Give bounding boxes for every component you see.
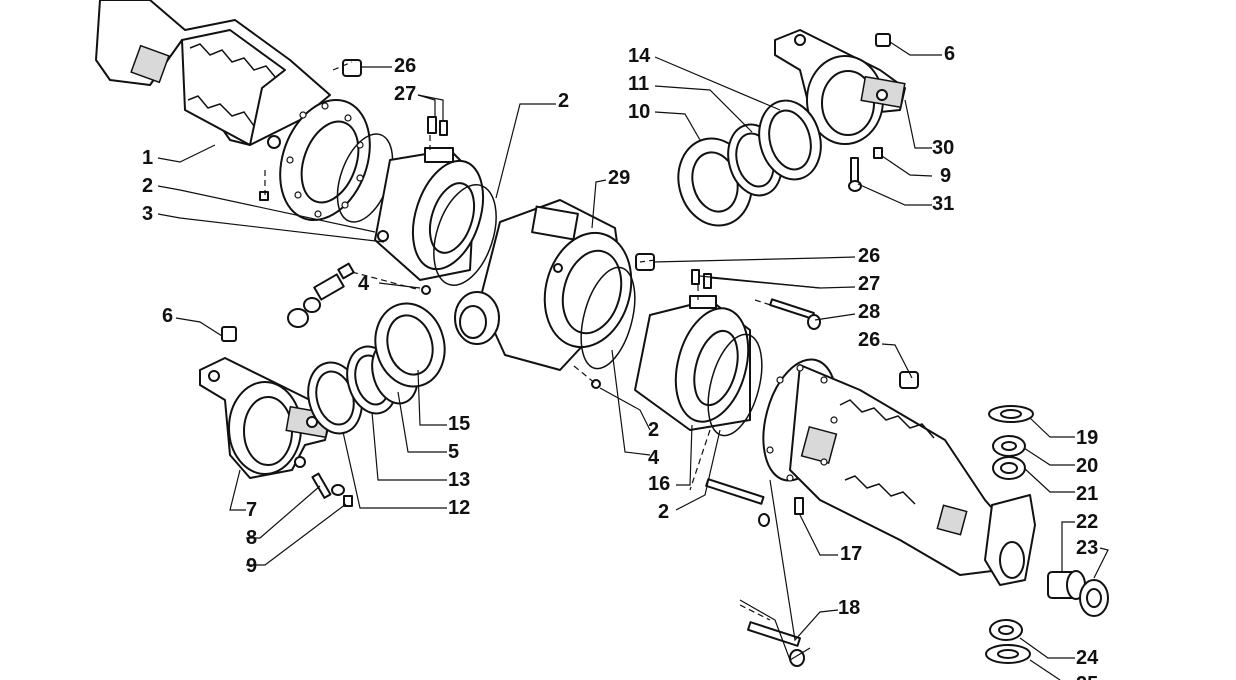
callout-12: 12 (448, 497, 470, 519)
seal-24 (989, 619, 1023, 641)
bolt-28 (769, 298, 821, 330)
grease-17 (794, 497, 804, 515)
bearing-cap-bottom (199, 357, 331, 479)
callout-25: 25 (1076, 673, 1098, 680)
plug-26-center (635, 253, 655, 271)
callout-31: 31 (932, 193, 954, 215)
callout-9-bottom: 9 (246, 555, 257, 577)
grease-9-bottom (343, 495, 353, 507)
seal-23 (1079, 579, 1109, 617)
callout-18: 18 (838, 597, 860, 619)
plug-26-right (899, 371, 919, 389)
callout-23: 23 (1076, 537, 1098, 559)
bushing-21 (992, 456, 1026, 480)
bolt-8 (311, 472, 345, 499)
assembly-axes (264, 61, 781, 621)
callout-30: 30 (932, 137, 954, 159)
leader-lines (157, 41, 1109, 680)
hub-body-right (634, 295, 751, 431)
callout-1: 1 (142, 147, 153, 169)
callout-19: 19 (1076, 427, 1098, 449)
bearing-cap-top (774, 29, 906, 145)
callout-22: 22 (1076, 511, 1098, 533)
callout-labels: 26 27 2 1 2 3 29 14 11 10 6 30 9 31 26 2… (142, 43, 1099, 680)
washer-19 (988, 405, 1034, 423)
o-ring-hub-right (707, 333, 763, 437)
o-ring-center-right (580, 266, 636, 370)
callout-20: 20 (1076, 455, 1098, 477)
callout-17: 17 (840, 543, 862, 565)
callout-4-top: 4 (358, 273, 370, 295)
axle-housing-right (762, 358, 1036, 586)
callout-11: 11 (628, 73, 649, 95)
seal-20 (992, 435, 1026, 457)
callout-29: 29 (608, 167, 630, 189)
o-ring-4-top (421, 285, 431, 295)
callout-15: 15 (448, 413, 470, 435)
breather-27-top (427, 116, 448, 136)
callout-24: 24 (1076, 647, 1099, 669)
callout-10: 10 (628, 101, 650, 123)
cap-plug-6-bottom (221, 326, 237, 342)
callout-26-top: 26 (394, 55, 416, 77)
callout-5: 5 (448, 441, 459, 463)
callout-16: 16 (648, 473, 670, 495)
axle-housing-left (95, 0, 331, 149)
callout-21: 21 (1076, 483, 1098, 505)
callout-3: 3 (142, 203, 153, 225)
bolt-18 (747, 621, 805, 667)
center-housing (454, 199, 633, 371)
callout-28: 28 (858, 301, 880, 323)
shaft-pin (705, 478, 770, 527)
callout-2-top: 2 (558, 90, 569, 112)
washer-25 (985, 644, 1031, 664)
breather-27-center (691, 269, 712, 289)
pin-small-left (259, 191, 269, 201)
callout-26-right: 26 (858, 329, 880, 351)
cap-plug-6-top (875, 33, 891, 47)
callout-6-bottom: 6 (162, 305, 173, 327)
callout-7: 7 (246, 499, 257, 521)
bearing-rings-top (677, 99, 822, 227)
o-ring-hub-left (433, 184, 497, 286)
valve-assembly-left (287, 262, 355, 328)
bolt-31 (848, 157, 862, 192)
grease-9-top (873, 147, 883, 159)
callout-2-center: 2 (648, 419, 659, 441)
callout-26-center: 26 (858, 245, 880, 267)
flange-left (279, 98, 371, 222)
callout-2-bottom: 2 (658, 501, 669, 523)
callout-6-top: 6 (944, 43, 955, 65)
callout-9-top: 9 (940, 165, 951, 187)
bearing-rings-bottom (307, 302, 446, 435)
callout-27-top: 27 (394, 83, 416, 105)
callout-2-left: 2 (142, 175, 153, 197)
callout-13: 13 (448, 469, 470, 491)
hub-body-left (374, 147, 485, 281)
callout-8: 8 (246, 527, 257, 549)
callout-4-bottom: 4 (648, 447, 660, 469)
callout-14: 14 (628, 45, 651, 67)
callout-27-center: 27 (858, 273, 880, 295)
